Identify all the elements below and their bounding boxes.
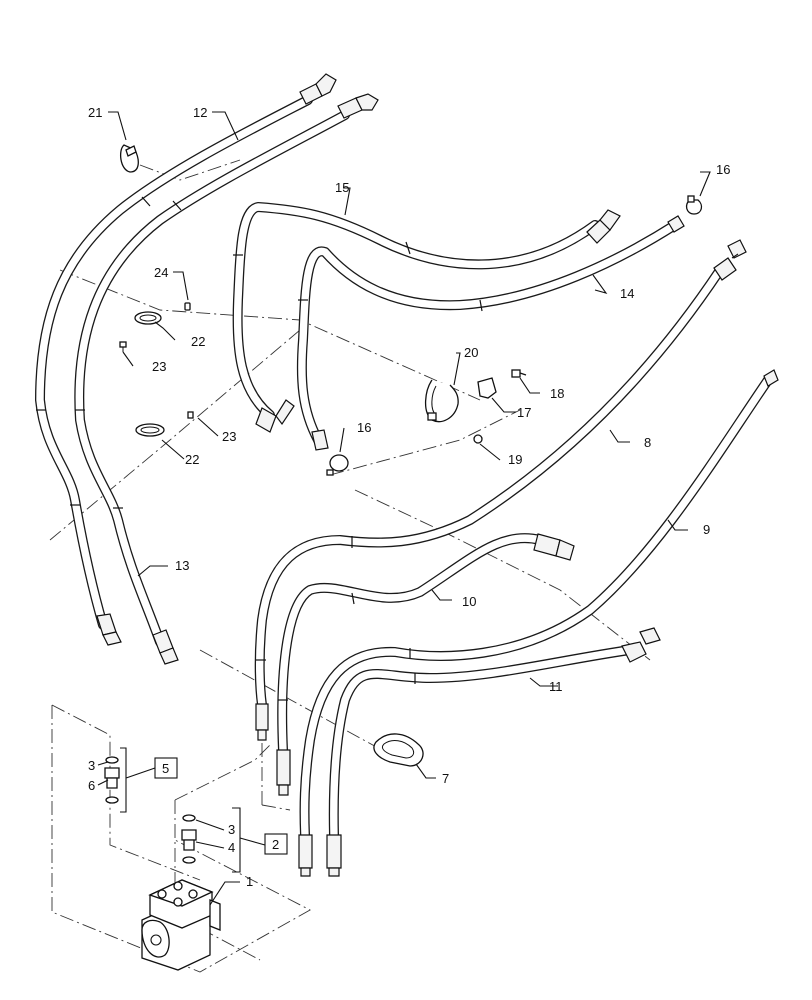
hose-8[interactable] [254, 265, 725, 710]
adapter-6-group5[interactable] [104, 767, 120, 789]
callout-16-upper: 16 [716, 162, 730, 177]
callout-4: 4 [228, 840, 235, 855]
nut-19[interactable] [473, 434, 483, 444]
hose-11[interactable] [328, 645, 635, 840]
callout-11: 11 [549, 679, 563, 694]
adapter-4-group2[interactable] [181, 829, 197, 851]
callout-17: 17 [517, 405, 531, 420]
hose-10[interactable] [277, 533, 545, 755]
hose-9[interactable] [299, 375, 773, 840]
callout-3-group2: 3 [228, 822, 235, 837]
assembly-reference-lines [49, 159, 651, 973]
clamp-16-upper[interactable] [685, 195, 703, 215]
clamp-22-lower[interactable] [135, 423, 165, 437]
group-bracket-5 [120, 747, 156, 813]
seal-3-group5[interactable] [105, 756, 119, 764]
steering-valve-1[interactable] [141, 879, 221, 971]
hose-13[interactable] [74, 110, 350, 647]
callout-3-group5: 3 [88, 758, 95, 773]
seal-lower-group2[interactable] [182, 856, 196, 864]
hose-15[interactable] [232, 202, 600, 420]
callout-19: 19 [508, 452, 522, 467]
callout-18: 18 [550, 386, 564, 401]
bolt-18[interactable] [511, 369, 527, 378]
callout-23-upper: 23 [152, 359, 166, 374]
clip-21[interactable] [119, 144, 139, 173]
callout-12: 12 [193, 105, 207, 120]
callout-5: 5 [162, 761, 169, 776]
bolt-23-upper[interactable] [119, 341, 127, 352]
callout-15: 15 [335, 180, 349, 195]
bracket-17[interactable] [477, 377, 497, 399]
group-bracket-2 [232, 807, 266, 873]
callout-9: 9 [703, 522, 710, 537]
callout-24: 24 [154, 265, 168, 280]
seal-lower-group5[interactable] [105, 796, 119, 804]
callout-14: 14 [620, 286, 634, 301]
callout-box-2 [264, 833, 288, 855]
callout-7: 7 [442, 771, 449, 786]
callout-22-lower: 22 [185, 452, 199, 467]
hose-14[interactable] [296, 220, 680, 445]
clamp-22-upper[interactable] [134, 311, 162, 325]
callout-10: 10 [462, 594, 476, 609]
callout-labels: 21 12 15 16 14 24 22 23 23 22 16 20 17 1… [88, 105, 730, 889]
callout-8: 8 [644, 435, 651, 450]
callout-21: 21 [88, 105, 102, 120]
hose-fittings [96, 73, 779, 877]
callout-16-lower: 16 [357, 420, 371, 435]
callout-20: 20 [464, 345, 478, 360]
callout-23-lower: 23 [222, 429, 236, 444]
clamp-20[interactable] [424, 379, 459, 423]
seal-3-group2[interactable] [182, 814, 196, 822]
callout-13: 13 [175, 558, 189, 573]
leader-lines [97, 111, 711, 906]
bolt-24[interactable] [184, 302, 191, 311]
callout-1: 1 [246, 874, 253, 889]
hose-crimp-marks [36, 196, 483, 701]
gasket-7[interactable] [373, 733, 424, 767]
hose-12[interactable] [35, 95, 313, 630]
bolt-23-lower[interactable] [187, 411, 194, 419]
callout-6: 6 [88, 778, 95, 793]
callout-2: 2 [272, 837, 279, 852]
callout-22-upper: 22 [191, 334, 205, 349]
clamp-16-lower[interactable] [326, 454, 349, 476]
callout-box-5 [154, 757, 178, 779]
